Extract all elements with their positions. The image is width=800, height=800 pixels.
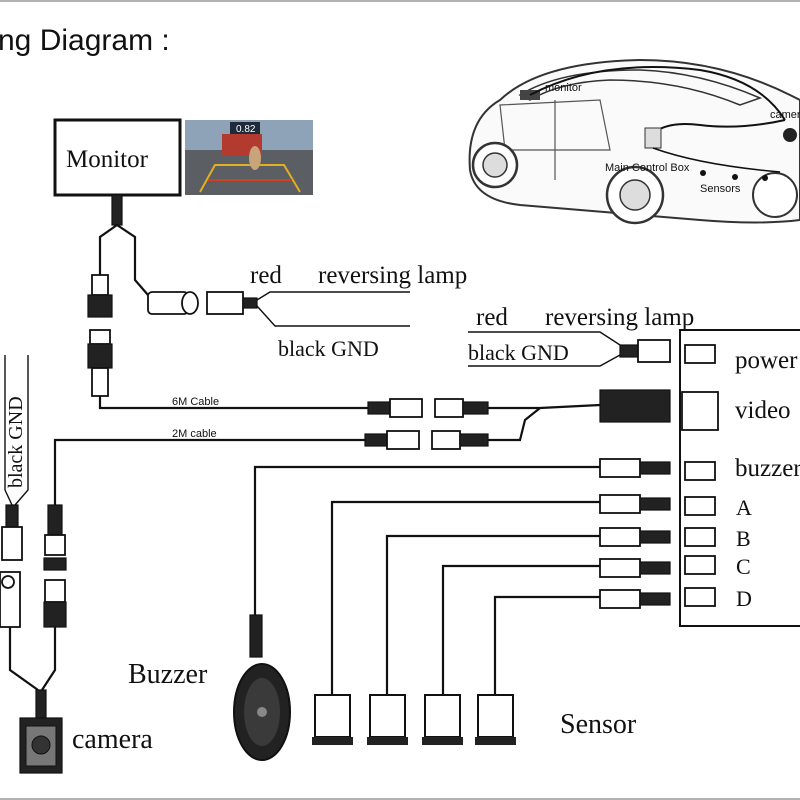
left-black-gnd-label: black GND <box>5 396 27 488</box>
six-m-connector-left <box>389 398 423 418</box>
monitor-screen-image: 0.82 <box>185 120 313 195</box>
buzzer-label: Buzzer <box>128 659 208 690</box>
box-port-d: D <box>736 586 752 611</box>
monitor-power-socket <box>206 291 244 315</box>
box-port-c: C <box>736 554 751 579</box>
sensor-d <box>475 694 516 745</box>
screen-readout: 0.82 <box>236 124 256 135</box>
two-m-connector-right <box>431 430 461 450</box>
monitor-red-label: red <box>250 262 282 289</box>
sensor-c <box>422 694 463 745</box>
box-video-harness <box>599 389 671 423</box>
camera-unit <box>19 717 63 774</box>
six-m-cable-label: 6M Cable <box>172 396 219 408</box>
monitor-box <box>53 118 182 197</box>
sensor-label: Sensor <box>560 709 637 740</box>
car-sensors-label: Sensors <box>700 183 741 195</box>
box-reversing-lamp-label: reversing lamp <box>545 304 694 331</box>
box-port-a: A <box>736 495 752 520</box>
car-camera-label: camera <box>770 109 800 121</box>
sensor-b <box>367 694 408 745</box>
monitor-plug-upper <box>91 274 109 296</box>
box-black-gnd-label: black GND <box>468 340 569 365</box>
car-control-box-label: Main Control Box <box>605 162 690 174</box>
six-m-connector-right <box>434 398 464 418</box>
diagram-title: ng Diagram : <box>0 24 170 57</box>
box-port-b: B <box>736 526 751 551</box>
car-illustration: monitor camera Main Control Box Sensors <box>468 58 800 225</box>
sensor-a <box>312 694 353 745</box>
monitor-rca-male <box>87 294 113 318</box>
box-buzzer-label: buzzer <box>735 455 800 482</box>
box-power-label: power <box>735 347 798 374</box>
two-m-cable-label: 2M cable <box>172 428 217 440</box>
monitor-reversing-lamp-label: reversing lamp <box>318 262 467 289</box>
box-power-plug <box>637 339 671 363</box>
box-red-label: red <box>476 304 508 331</box>
camera-label: camera <box>72 724 153 755</box>
monitor-rca-female <box>89 329 111 345</box>
car-monitor-label: monitor <box>545 82 582 94</box>
two-m-connector-left <box>386 430 420 450</box>
box-video-label: video <box>735 397 791 424</box>
monitor-label: Monitor <box>66 146 149 173</box>
monitor-black-gnd-label: black GND <box>278 336 379 361</box>
monitor-cable-strain <box>111 194 123 226</box>
